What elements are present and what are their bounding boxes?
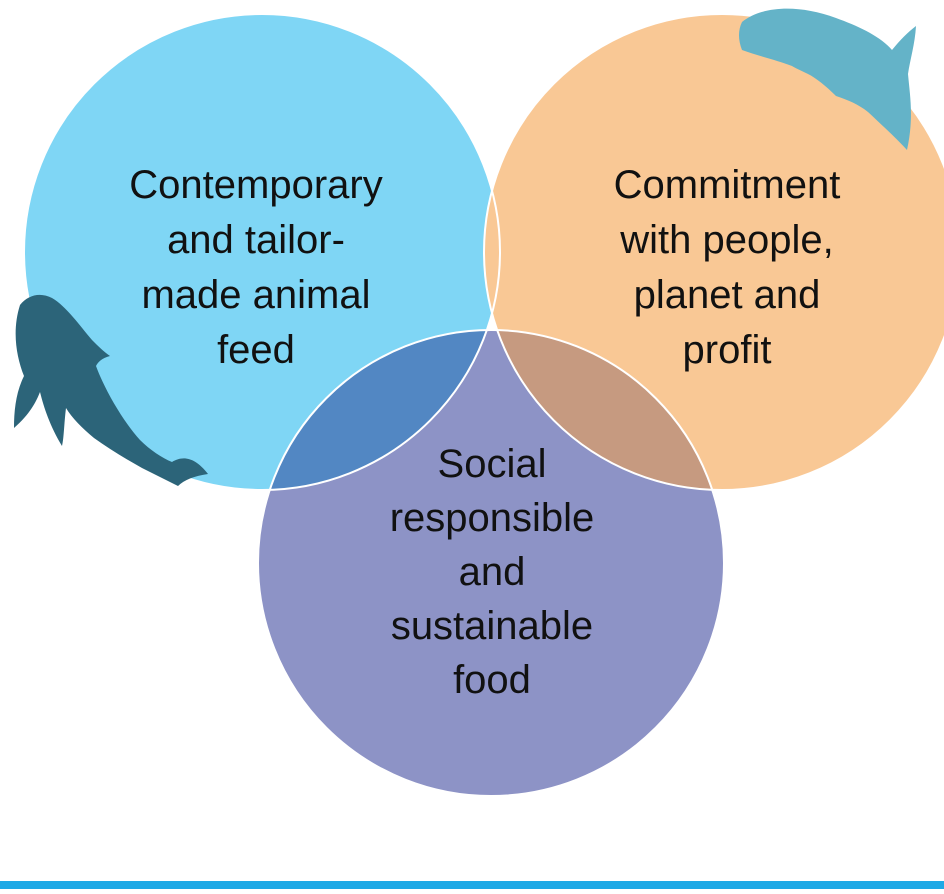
overlap-feed-social (258, 330, 500, 490)
circle-label-line: food (453, 658, 531, 702)
circle-label-commitment: Commitment with people, planet and profit (614, 163, 841, 372)
circle-label-line: planet and (634, 273, 821, 317)
circle-label-line: Social (438, 442, 547, 486)
circle-label-line: responsible (390, 496, 595, 540)
circle-label-line: profit (683, 328, 772, 372)
circle-label-line: and tailor- (167, 218, 345, 262)
circle-label-line: feed (217, 328, 295, 372)
fish-icon (14, 294, 208, 486)
circle-label-line: Commitment (614, 163, 841, 207)
circle-label-line: with people, (619, 218, 833, 262)
circle-label-line: sustainable (391, 604, 593, 648)
bottom-accent-bar (0, 881, 944, 889)
fish-icon (739, 8, 916, 150)
circle-label-line: and (459, 550, 526, 594)
circle-label-line: made animal (141, 273, 370, 317)
circle-label-animal-feed: Contemporary and tailor-made animal feed (129, 163, 382, 372)
overlap-commitment-social (484, 330, 724, 490)
circle-label-social-food: Social responsible and sustainable food (390, 442, 595, 702)
circle-label-line: Contemporary (129, 163, 382, 207)
circle-outlines (23, 13, 944, 797)
